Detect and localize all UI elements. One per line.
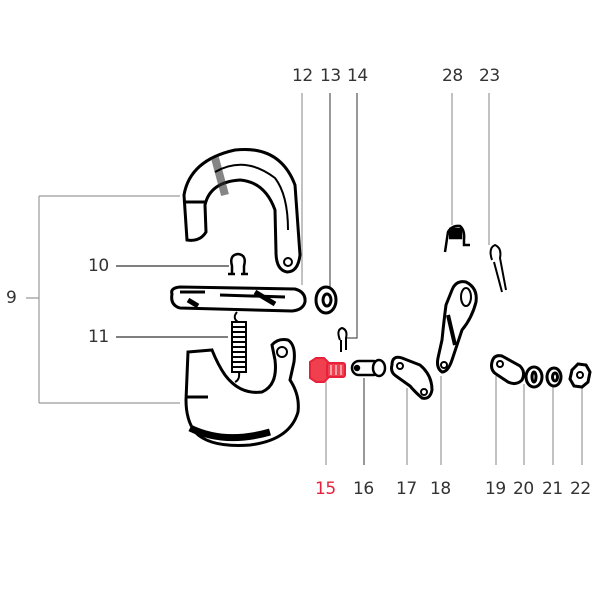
callout-label-21[interactable]: 21 bbox=[542, 479, 563, 499]
part-19-link[interactable] bbox=[490, 354, 526, 386]
callout-label-13[interactable]: 13 bbox=[320, 66, 341, 86]
part-11-spring[interactable] bbox=[231, 311, 247, 383]
lower-brake-shoe[interactable] bbox=[184, 338, 300, 447]
part-21-lock-washer[interactable] bbox=[545, 366, 563, 388]
part-22-nut[interactable] bbox=[568, 362, 592, 389]
callout-label-16[interactable]: 16 bbox=[353, 479, 374, 499]
callout-label-23[interactable]: 23 bbox=[479, 66, 500, 86]
part-10-clip[interactable] bbox=[228, 252, 248, 276]
part-23-cotter-pin[interactable] bbox=[489, 243, 507, 293]
callout-label-11[interactable]: 11 bbox=[88, 327, 109, 347]
part-17-lever[interactable] bbox=[390, 355, 434, 400]
brake-cam-shaft[interactable] bbox=[170, 285, 307, 313]
part-15-bolt[interactable] bbox=[309, 357, 346, 383]
leader-line-9 bbox=[26, 195, 180, 404]
callout-label-19[interactable]: 19 bbox=[485, 479, 506, 499]
leader-line-14 bbox=[346, 93, 358, 339]
callout-label-9[interactable]: 9 bbox=[6, 288, 17, 308]
upper-brake-shoe[interactable] bbox=[182, 147, 302, 274]
callout-label-17[interactable]: 17 bbox=[396, 479, 417, 499]
callout-label-28[interactable]: 28 bbox=[442, 66, 463, 86]
part-13-washer[interactable] bbox=[314, 285, 338, 315]
callout-label-12[interactable]: 12 bbox=[292, 66, 313, 86]
part-18-brake-arm[interactable] bbox=[436, 280, 478, 374]
callout-label-14[interactable]: 14 bbox=[347, 66, 368, 86]
part-16-pin[interactable] bbox=[350, 358, 387, 378]
callout-label-22[interactable]: 22 bbox=[570, 479, 591, 499]
callout-label-15-highlighted[interactable]: 15 bbox=[315, 479, 336, 499]
callout-label-18[interactable]: 18 bbox=[430, 479, 451, 499]
part-20-washer[interactable] bbox=[524, 365, 544, 389]
part-28-spring[interactable] bbox=[443, 224, 470, 253]
callout-label-10[interactable]: 10 bbox=[88, 256, 109, 276]
part-14-pin[interactable] bbox=[337, 326, 348, 352]
leader-lines bbox=[26, 93, 583, 465]
callout-label-20[interactable]: 20 bbox=[513, 479, 534, 499]
